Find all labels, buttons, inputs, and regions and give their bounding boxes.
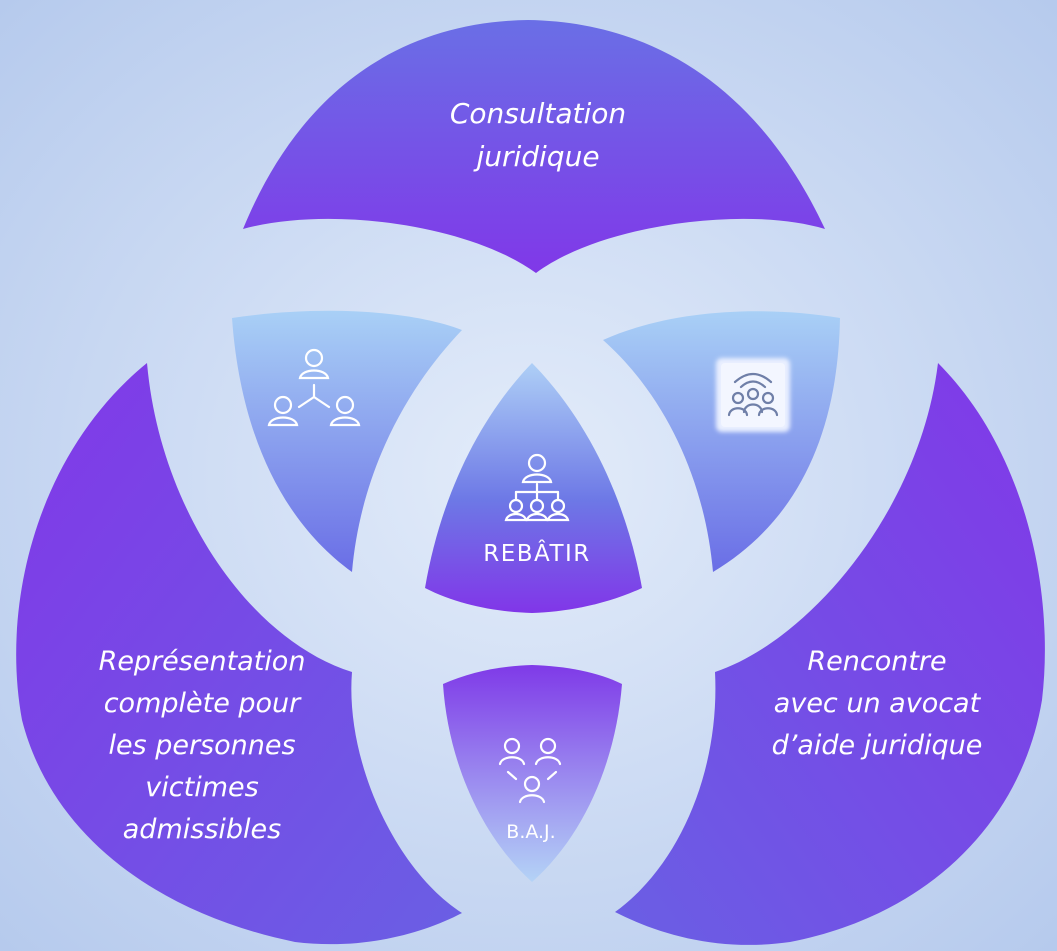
upper-left-lens [232, 310, 462, 572]
right-petal-label-line: Rencontre [807, 646, 946, 677]
bottom-lens [443, 665, 622, 882]
right-petal-label-line: d’aide juridique [772, 730, 983, 761]
right-petal [615, 363, 1045, 945]
bottom-label: B.A.J. [506, 821, 555, 843]
people-network-icon [267, 348, 361, 427]
left-petal-label-line: Représentation [99, 646, 306, 677]
top-petal [243, 20, 825, 273]
org-chart-icon [504, 453, 570, 522]
top-petal-label-line2: juridique [472, 140, 599, 173]
right-petal-label: Rencontre avec un avocat d’aide juridiqu… [772, 646, 983, 761]
center-lens [425, 363, 642, 613]
left-petal-label-line: admissibles [123, 814, 281, 845]
top-petal-label-line1: Consultation [450, 97, 626, 130]
left-petal-label-line: victimes [145, 772, 258, 803]
left-petal [16, 363, 462, 945]
right-petal-label-line: avec un avocat [774, 688, 982, 719]
left-petal-label: Représentation complète pour les personn… [99, 646, 306, 845]
left-petal-label-line: les personnes [108, 730, 295, 761]
team-network-icon [498, 737, 562, 804]
left-petal-label-line: complète pour [104, 688, 302, 719]
center-label: REBÂTIR [483, 539, 591, 567]
group-broadcast-icon [716, 358, 790, 432]
